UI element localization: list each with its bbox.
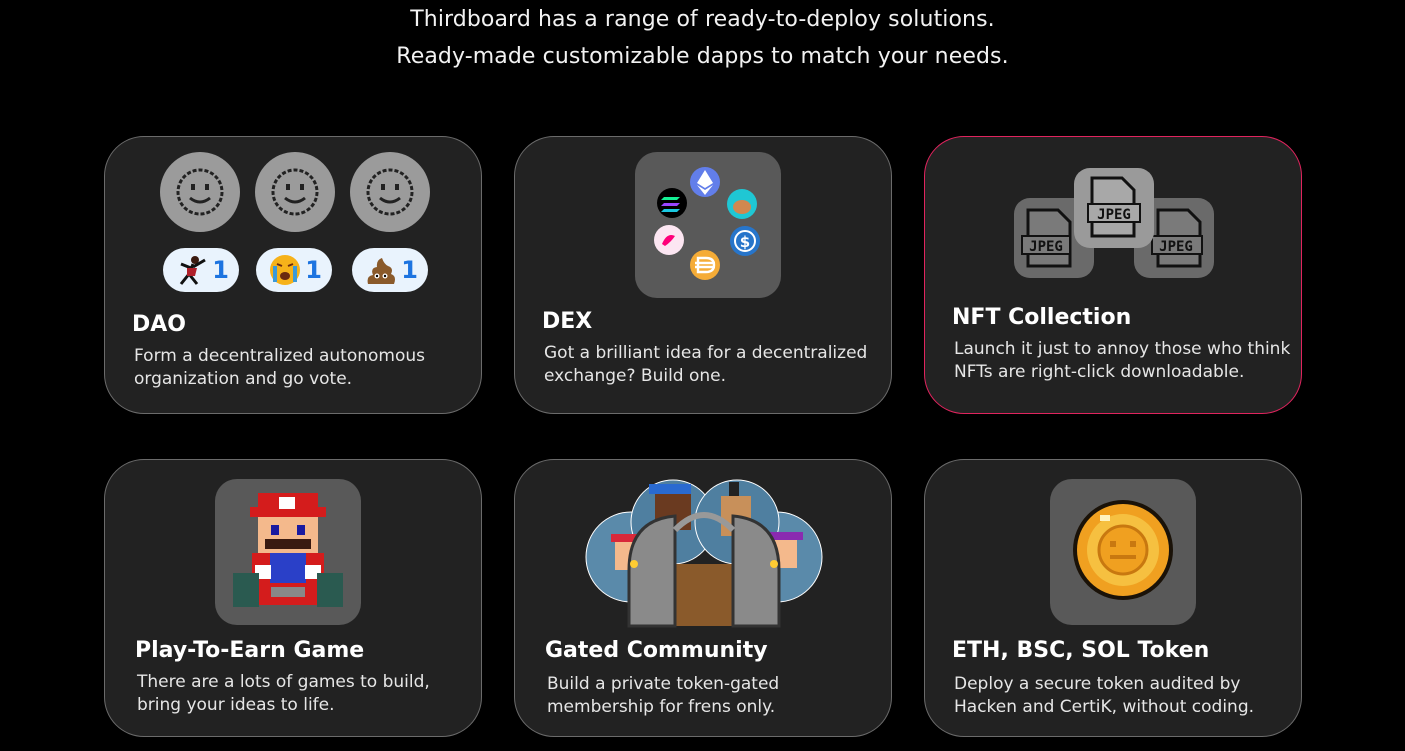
card-description: There are a lots of games to build, brin… bbox=[137, 672, 430, 715]
jpeg-file-icon: JPEG bbox=[1014, 198, 1094, 278]
card-nft-collection[interactable]: JPEG JPEG JPEG NFT Collection Launch it … bbox=[924, 136, 1302, 414]
card-title: ETH, BSC, SOL Token bbox=[952, 638, 1210, 663]
intro-text: Thirdboard has a range of ready-to-deplo… bbox=[0, 1, 1405, 75]
card-play-to-earn-game[interactable]: Play-To-Earn Game There are a lots of ga… bbox=[104, 459, 482, 737]
card-description: Build a private token-gated membership f… bbox=[547, 674, 780, 717]
uniswap-icon bbox=[654, 225, 684, 255]
dex-token-tile: $ bbox=[635, 152, 781, 298]
card-title: DAO bbox=[132, 312, 186, 337]
reaction-dancer[interactable]: 1 bbox=[163, 248, 239, 292]
card-token[interactable]: ETH, BSC, SOL Token Deploy a secure toke… bbox=[924, 459, 1302, 737]
reaction-poop[interactable]: 1 bbox=[352, 248, 428, 292]
crying-face-icon bbox=[268, 254, 302, 286]
svg-text:JPEG: JPEG bbox=[1159, 239, 1193, 255]
gold-coin-icon bbox=[1050, 479, 1196, 625]
reaction-count: 1 bbox=[305, 256, 322, 284]
card-title: NFT Collection bbox=[952, 305, 1132, 330]
reaction-crying[interactable]: 1 bbox=[256, 248, 332, 292]
intro-line-2: Ready-made customizable dapps to match y… bbox=[396, 44, 1009, 69]
jpeg-file-icon: JPEG bbox=[1074, 168, 1154, 248]
card-description: Deploy a secure token audited by Hacken … bbox=[954, 674, 1255, 717]
dai-icon bbox=[690, 250, 720, 280]
svg-text:JPEG: JPEG bbox=[1029, 239, 1063, 255]
card-gated-community[interactable]: Gated Community Build a private token-ga… bbox=[514, 459, 892, 737]
card-description: Launch it just to annoy those who think … bbox=[954, 339, 1291, 382]
svg-text:JPEG: JPEG bbox=[1097, 207, 1131, 223]
card-description: Got a brilliant idea for a decentralized… bbox=[544, 343, 868, 386]
reaction-count: 1 bbox=[401, 256, 418, 284]
solana-icon bbox=[657, 188, 687, 218]
dancer-icon bbox=[175, 254, 209, 286]
card-title: Gated Community bbox=[545, 638, 768, 663]
ethereum-icon bbox=[690, 167, 720, 197]
card-title: Play-To-Earn Game bbox=[135, 638, 365, 663]
card-dao[interactable]: 1 1 1 DAO Form a decentralized autonomou… bbox=[104, 136, 482, 414]
gated-community-icon bbox=[585, 479, 823, 628]
card-dex[interactable]: $ DEX Got a brilliant idea for a decentr… bbox=[514, 136, 892, 414]
svg-text:$: $ bbox=[740, 233, 750, 251]
reaction-count: 1 bbox=[212, 256, 229, 284]
card-title: DEX bbox=[542, 309, 593, 334]
kart-racer-icon bbox=[215, 479, 361, 625]
smiley-face-icon bbox=[255, 152, 335, 232]
smiley-face-icon bbox=[350, 152, 430, 232]
usdc-icon: $ bbox=[730, 226, 760, 256]
card-description: Form a decentralized autonomous organiza… bbox=[134, 346, 426, 389]
smiley-face-icon bbox=[160, 152, 240, 232]
poop-icon bbox=[364, 254, 398, 286]
intro-line-1: Thirdboard has a range of ready-to-deplo… bbox=[410, 7, 995, 32]
pancakeswap-icon bbox=[727, 189, 757, 219]
